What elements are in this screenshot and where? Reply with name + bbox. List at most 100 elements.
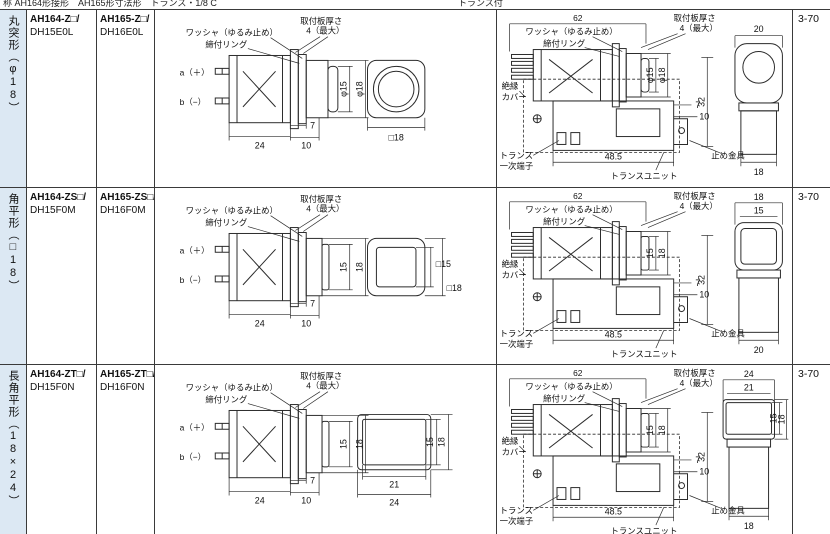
dim-label: 24 <box>389 497 399 507</box>
dimension-drawing-cell: ワッシャ（ゆるみ止め） 締付リング 取付板厚さ 4（最大） a（＋） b（−） … <box>155 365 497 534</box>
model-cell-a: AH164-ZS□/ DH15F0M <box>27 188 97 364</box>
model-number: AH164-ZS□/ <box>30 192 87 203</box>
dim-label: 10 <box>699 290 709 300</box>
ring-label: 締付リング <box>543 394 586 404</box>
model-number-suffix: DH15F0N <box>30 382 75 393</box>
washer-label: ワッシャ（ゆるみ止め） <box>186 28 278 38</box>
dim-label: 32 <box>696 452 706 462</box>
transformer-unit-label: トランスユニット <box>611 171 678 181</box>
model-number-suffix: DH16F0N <box>100 382 145 393</box>
dim-label: 15 <box>339 439 349 449</box>
dim-label: 15 <box>339 262 349 272</box>
dim-label: 48.5 <box>605 329 622 339</box>
dim-label: 10 <box>699 467 709 477</box>
ring-label: 締付リング <box>543 39 586 49</box>
plate-thickness-value: 4（最大） <box>680 378 718 388</box>
dim-label: φ15 <box>645 67 655 83</box>
dim-label: 62 <box>573 368 583 378</box>
plate-thickness-label: 取付板厚さ <box>674 191 716 201</box>
line-art <box>214 214 446 319</box>
line-art <box>214 36 426 141</box>
dim-label: 32 <box>696 275 706 285</box>
dimension-drawing-cell: ワッシャ（ゆるみ止め） 締付リング 取付板厚さ 4（最大） a（＋） b（−） … <box>155 188 497 364</box>
primary-terminal-label: 一次端子 <box>500 339 534 349</box>
header-fragment-left: 称 AH164形接形 AH165形寸法形 トランス・1/8 C <box>3 0 217 8</box>
header-fragment-right: トランス付 <box>458 0 503 8</box>
ring-label: 締付リング <box>205 395 248 405</box>
insulation-cover-label: 絶縁 <box>502 259 519 269</box>
table-row: 丸突形（φ18） AH164-Z□/ DH15E0L AH165-Z□/ DH1… <box>0 10 830 188</box>
page-reference: 3-70 <box>798 191 820 203</box>
dim-label: 48.5 <box>605 151 622 161</box>
primary-terminal-label: 一次端子 <box>500 516 534 526</box>
ring-label: 締付リング <box>543 217 586 227</box>
washer-label: ワッシャ（ゆるみ止め） <box>525 382 617 392</box>
dim-label: 18 <box>754 192 764 202</box>
page-reference: 3-70 <box>798 368 820 380</box>
washer-label: ワッシャ（ゆるみ止め） <box>525 205 617 215</box>
stopper-label: 止め金具 <box>711 328 745 338</box>
dim-label: 21 <box>389 480 399 490</box>
dim-label: 15 <box>645 425 655 435</box>
dim-label: φ15 <box>339 81 349 97</box>
dim-label: □15 <box>436 259 451 269</box>
terminal-b-label: b（−） <box>180 275 206 285</box>
dim-label: 15 <box>768 413 778 423</box>
model-number: AH164-Z□/ <box>30 14 80 25</box>
model-number-suffix: DH16E0L <box>100 27 144 38</box>
dim-label: 18 <box>744 521 754 531</box>
terminal-a-label: a（＋） <box>180 422 210 432</box>
insulation-cover-label: カバー <box>502 447 527 457</box>
line-art <box>509 23 783 171</box>
model-cell-b: AH165-Z□/ DH16E0L <box>97 10 155 187</box>
plate-thickness-value: 4（最大） <box>306 381 344 391</box>
plate-thickness-label: 取付板厚さ <box>300 371 342 381</box>
terminal-a-label: a（＋） <box>180 245 210 255</box>
dim-label: 20 <box>754 24 764 34</box>
switch-dimension-drawing: ワッシャ（ゆるみ止め） 締付リング 取付板厚さ 4（最大） a（＋） b（−） … <box>180 16 426 150</box>
dim-label: 7 <box>695 100 700 110</box>
dim-label: 15 <box>645 248 655 258</box>
transformer-unit-drawing: 62 ワッシャ（ゆるみ止め） 締付リング 取付板厚さ 4（最大） 絶縁 カバー … <box>500 191 783 359</box>
dim-label: 24 <box>255 318 265 328</box>
model-cell-b: AH165-ZT□/ DH16F0N <box>97 365 155 534</box>
dim-label: 18 <box>657 248 667 258</box>
dim-label: 7 <box>695 455 700 465</box>
dim-label: φ18 <box>657 67 667 83</box>
dim-label: 10 <box>699 112 709 122</box>
model-cell-b: AH165-ZS□/ DH16F0M <box>97 188 155 364</box>
dim-label: 10 <box>301 318 311 328</box>
dim-label: □18 <box>447 283 462 293</box>
stopper-label: 止め金具 <box>711 150 745 160</box>
stopper-label: 止め金具 <box>711 505 745 515</box>
insulation-cover-label: 絶縁 <box>502 81 519 91</box>
dim-label: 18 <box>754 167 764 177</box>
model-number-suffix: DH16F0M <box>100 205 146 216</box>
table-row: 長角平形（18×24） AH164-ZT□/ DH15F0N AH165-ZT□… <box>0 365 830 534</box>
model-number-suffix: DH15E0L <box>30 27 74 38</box>
dim-label: 32 <box>696 97 706 107</box>
transformer-unit-drawing: 62 ワッシャ（ゆるみ止め） 締付リング 取付板厚さ 4（最大） 絶縁 カバー … <box>500 13 783 181</box>
plate-thickness-label: 取付板厚さ <box>300 16 342 26</box>
primary-terminal-label: トランス <box>500 328 533 338</box>
dim-label: 24 <box>255 495 265 505</box>
table-row: 角平形（□18） AH164-ZS□/ DH15F0M AH165-ZS□/ D… <box>0 188 830 365</box>
model-number: AH165-ZT□/ <box>100 369 155 380</box>
model-number-suffix: DH15F0M <box>30 205 76 216</box>
dim-label: 7 <box>695 278 700 288</box>
transformer-unit-label: トランスユニット <box>611 526 678 534</box>
primary-terminal-label: トランス <box>500 505 533 515</box>
dim-label: 18 <box>355 439 365 449</box>
dim-label: 15 <box>754 206 764 216</box>
dim-label: 18 <box>355 262 365 272</box>
primary-terminal-label: トランス <box>500 150 533 160</box>
plate-thickness-label: 取付板厚さ <box>674 13 716 23</box>
dim-label: 18 <box>657 425 667 435</box>
transformer-drawing-cell: 62 ワッシャ（ゆるみ止め） 締付リング 取付板厚さ 4（最大） 絶縁 カバー … <box>497 188 793 364</box>
dim-label: 62 <box>573 191 583 201</box>
plate-thickness-value: 4（最大） <box>680 23 718 33</box>
plate-thickness-value: 4（最大） <box>680 201 718 211</box>
table-header-strip: 称 AH164形接形 AH165形寸法形 トランス・1/8 C トランス付 <box>0 0 830 10</box>
ring-label: 締付リング <box>205 218 248 228</box>
